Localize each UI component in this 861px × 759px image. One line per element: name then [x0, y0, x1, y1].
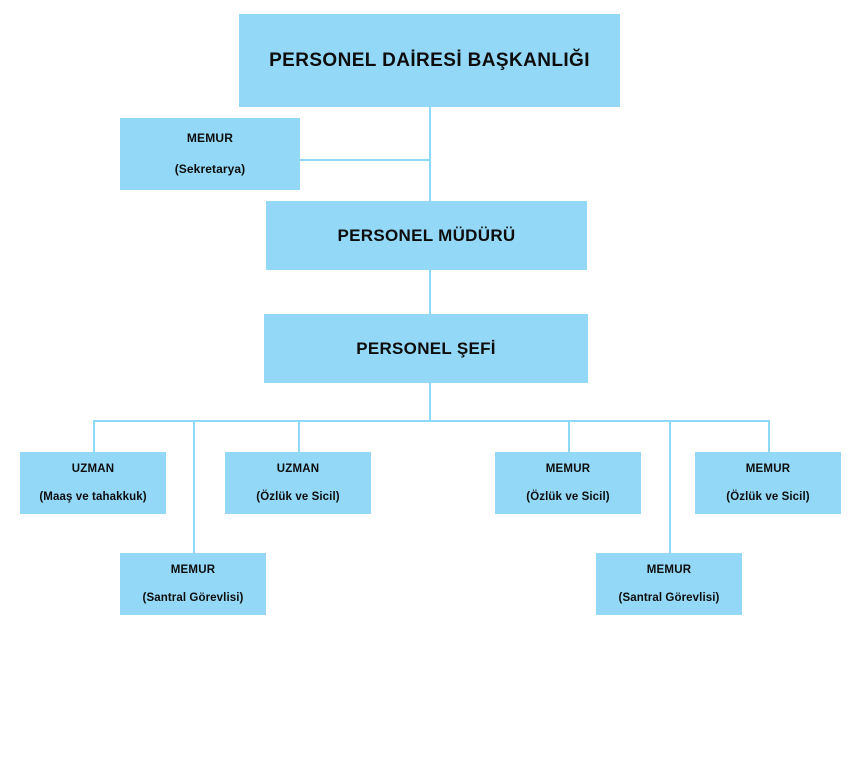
node-uzman-maas[interactable]: UZMAN (Maaş ve tahakkuk)	[20, 452, 166, 514]
node-subtitle: (Özlük ve Sicil)	[256, 491, 340, 503]
node-uzman-ozluk[interactable]: UZMAN (Özlük ve Sicil)	[225, 452, 371, 514]
node-memur-santral-2[interactable]: MEMUR (Santral Görevlisi)	[596, 553, 742, 615]
connector-mudur-to-sef	[429, 270, 431, 314]
node-subtitle: (Sekretarya)	[174, 162, 246, 176]
connector-drop-memur-santral-1	[193, 420, 195, 553]
node-title: MEMUR	[545, 462, 591, 475]
node-title: PERSONEL MÜDÜRÜ	[337, 225, 516, 245]
connector-bus	[93, 420, 769, 422]
connector-baskanlik-to-sekretarya	[300, 159, 430, 161]
connector-drop-uzman-maas	[93, 420, 95, 452]
node-memur-ozluk-1[interactable]: MEMUR (Özlük ve Sicil)	[495, 452, 641, 514]
node-sef[interactable]: PERSONEL ŞEFİ	[264, 314, 588, 383]
node-sekretarya[interactable]: MEMUR (Sekretarya)	[120, 118, 300, 190]
node-subtitle: (Özlük ve Sicil)	[526, 491, 610, 503]
connector-drop-memur-ozluk-1	[568, 420, 570, 452]
connector-sef-to-bus	[429, 383, 431, 421]
node-title: MEMUR	[745, 462, 791, 475]
node-subtitle: (Maaş ve tahakkuk)	[39, 491, 147, 503]
node-memur-santral-1[interactable]: MEMUR (Santral Görevlisi)	[120, 553, 266, 615]
node-title: UZMAN	[276, 462, 320, 475]
node-subtitle: (Özlük ve Sicil)	[726, 491, 810, 503]
node-title: MEMUR	[646, 563, 692, 576]
connector-drop-uzman-ozluk	[298, 420, 300, 452]
node-subtitle: (Santral Görevlisi)	[142, 592, 244, 604]
node-memur-ozluk-2[interactable]: MEMUR (Özlük ve Sicil)	[695, 452, 841, 514]
connector-drop-memur-santral-2	[669, 420, 671, 553]
node-title: PERSONEL DAİRESİ BAŞKANLIĞI	[269, 49, 590, 71]
node-title: PERSONEL ŞEFİ	[356, 338, 496, 358]
node-title: MEMUR	[186, 131, 234, 145]
node-title: UZMAN	[71, 462, 115, 475]
connector-baskanlik-to-mudur	[429, 107, 431, 201]
node-subtitle: (Santral Görevlisi)	[618, 592, 720, 604]
connector-drop-memur-ozluk-2	[768, 420, 770, 452]
node-title: MEMUR	[170, 563, 216, 576]
node-mudur[interactable]: PERSONEL MÜDÜRÜ	[266, 201, 587, 270]
node-baskanlik[interactable]: PERSONEL DAİRESİ BAŞKANLIĞI	[239, 14, 620, 107]
